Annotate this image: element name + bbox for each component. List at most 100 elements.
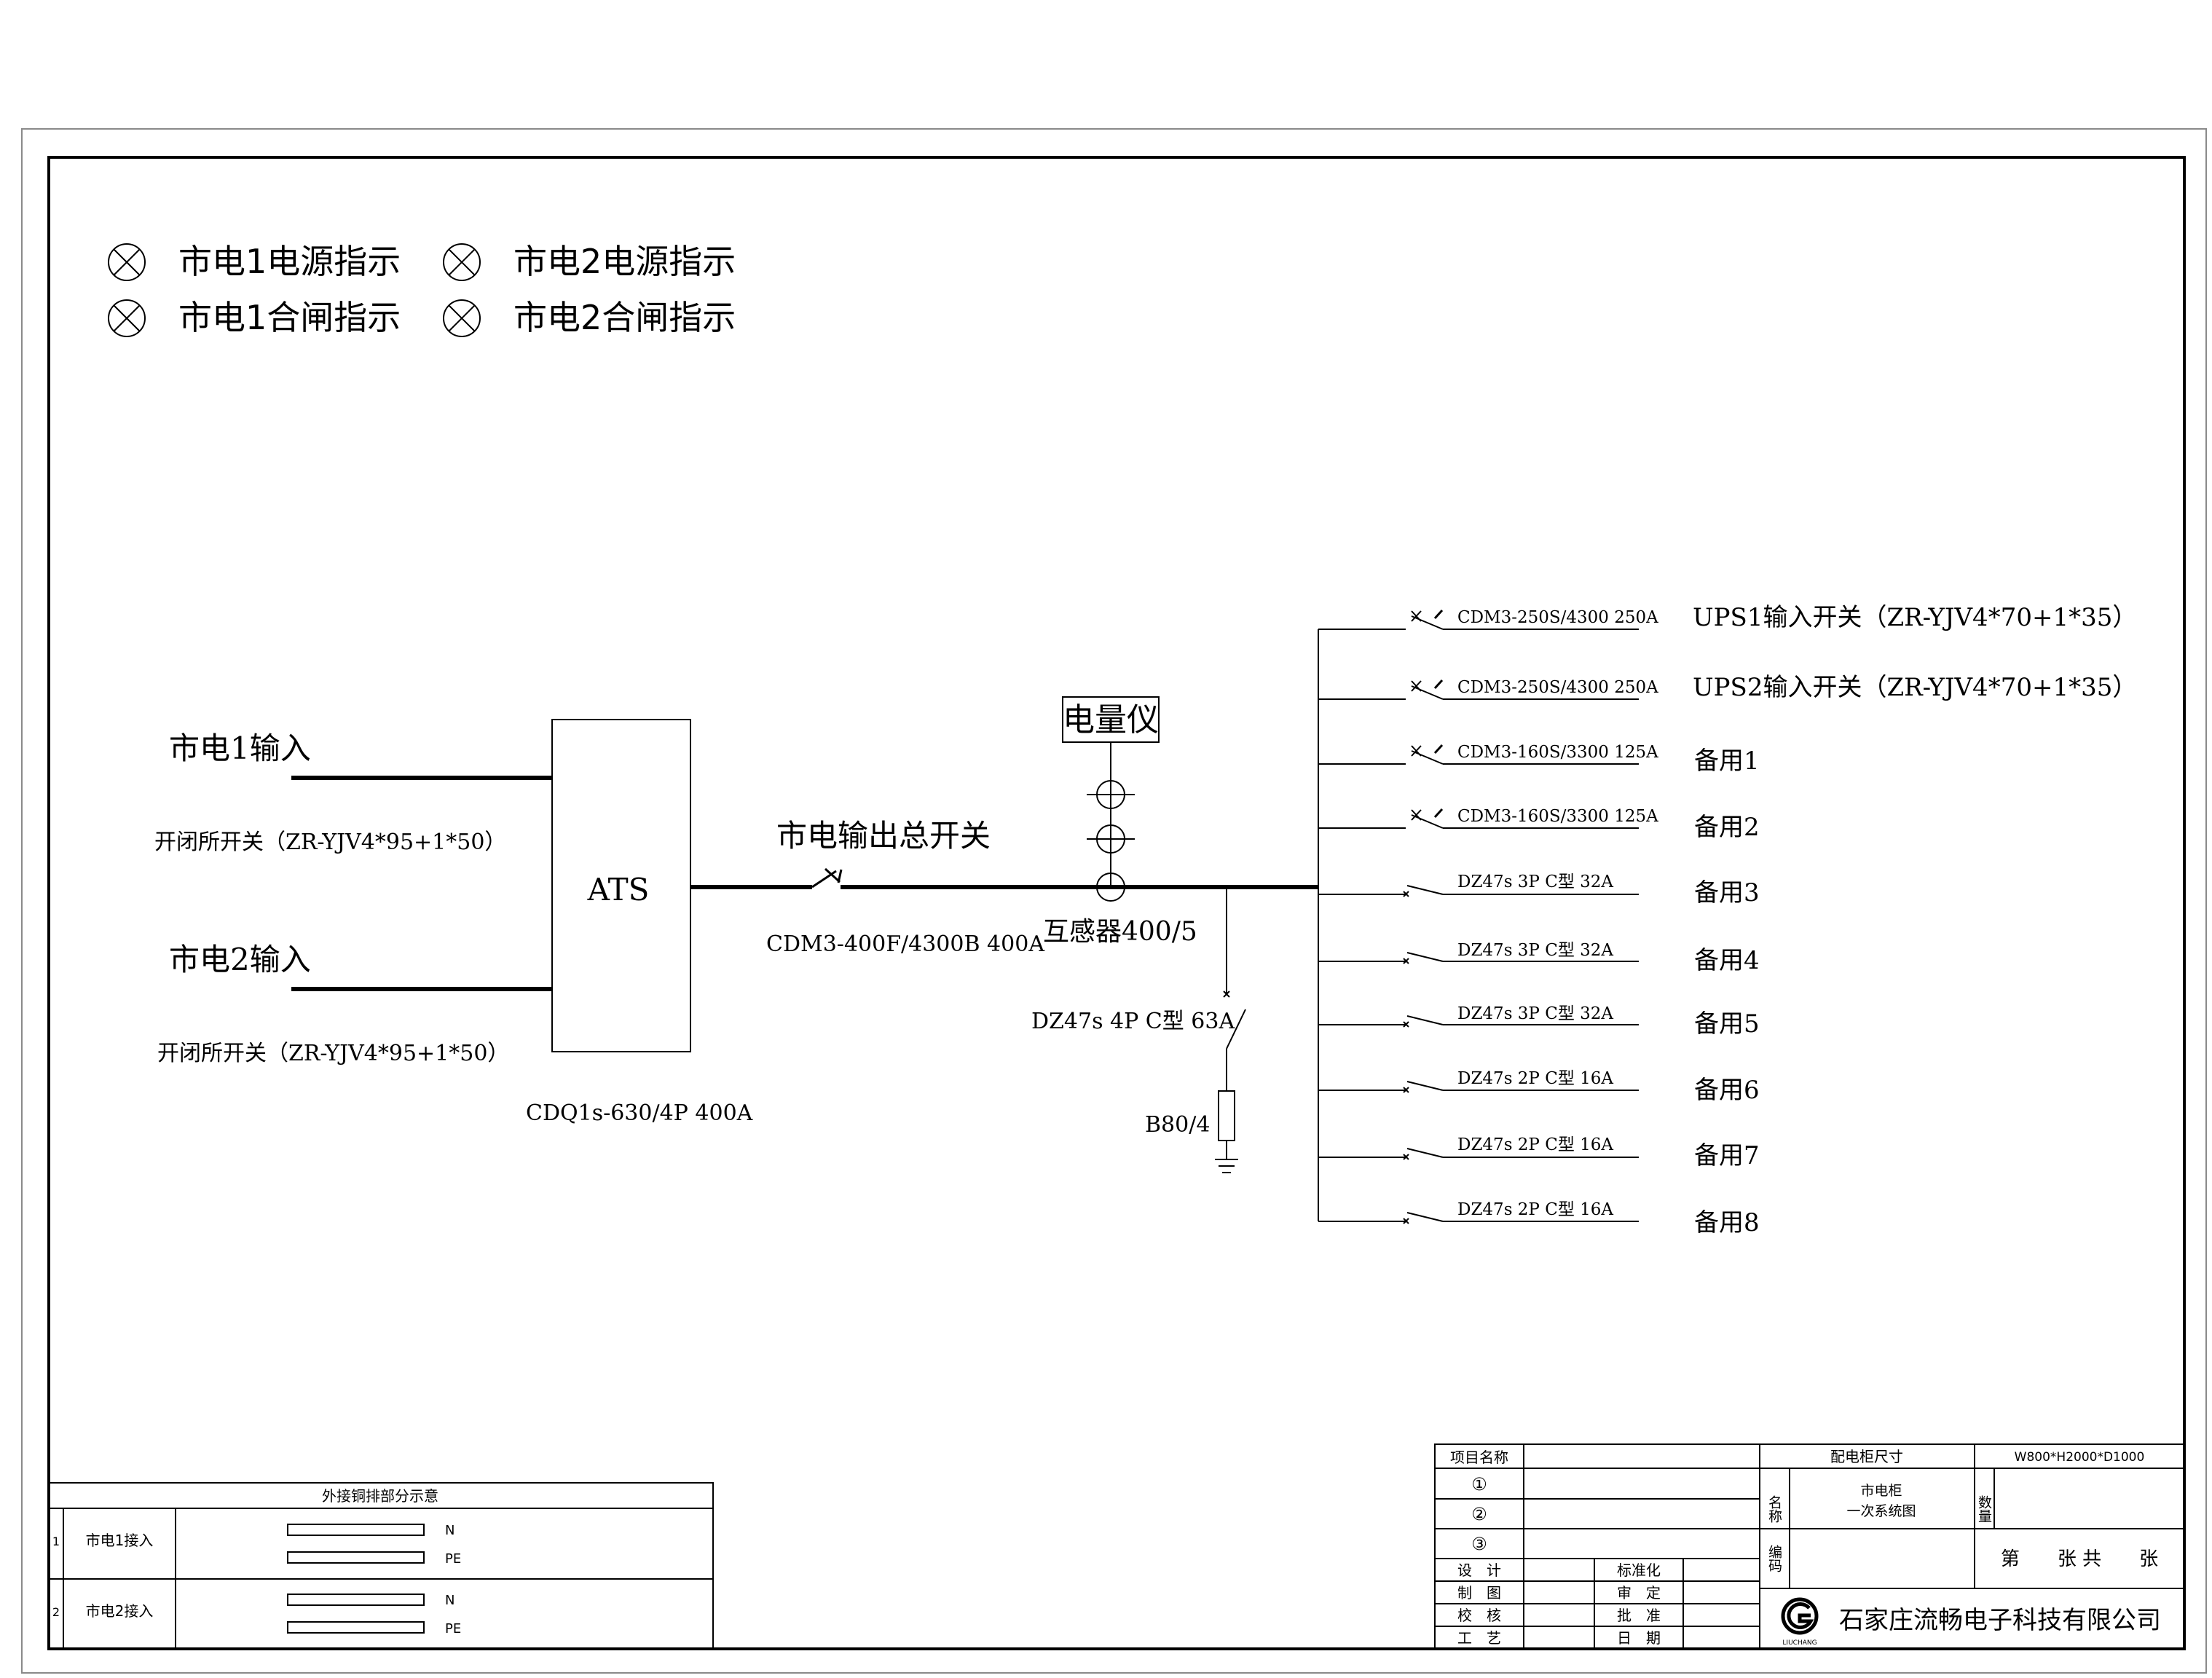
logo-caption: LIUCHANG xyxy=(1782,1639,1817,1647)
branch-label: 备用1 xyxy=(1694,747,1760,776)
branch-label: 备用2 xyxy=(1694,813,1760,842)
code-label: 编码 xyxy=(1766,1545,1782,1572)
input2-cable: 开闭所开关（ZR-YJV4*95+1*50） xyxy=(157,1041,509,1066)
branch-label: 备用5 xyxy=(1694,1009,1760,1039)
name-label: 名称 xyxy=(1766,1495,1782,1523)
cabinet-size-value: W800*H2000*D1000 xyxy=(2015,1450,2145,1465)
branch-circuit-4: CDM3-160S/3300 125A 备用2 xyxy=(1318,807,1760,842)
branch-model: DZ47s 3P C型 32A xyxy=(1457,873,1613,891)
branch-circuit-3: CDM3-160S/3300 125A 备用1 xyxy=(1318,743,1760,776)
branch-label: UPS2输入开关（ZR-YJV4*70+1*35） xyxy=(1693,673,2137,702)
revision-1: ① xyxy=(1471,1474,1487,1494)
branch-model: DZ47s 2P C型 16A xyxy=(1457,1069,1613,1088)
busbar-row-name: 市电1接入 xyxy=(86,1532,154,1549)
current-transformer-icon xyxy=(1087,780,1135,809)
design-label: 设 计 xyxy=(1457,1561,1501,1579)
revision-3: ③ xyxy=(1471,1534,1487,1554)
indicator-lamp-icon xyxy=(443,243,481,281)
main-breaker-icon xyxy=(811,867,843,889)
branch-circuit-1: CDM3-250S/4300 250A UPS1输入开关（ZR-YJV4*70+… xyxy=(1318,603,2137,632)
branch-model: CDM3-250S/4300 250A xyxy=(1457,678,1658,697)
busbar-row-index: 2 xyxy=(52,1605,60,1619)
branch-label: 备用8 xyxy=(1694,1208,1760,1237)
branch-label: 备用7 xyxy=(1694,1141,1760,1170)
revision-2: ② xyxy=(1471,1504,1487,1524)
branch-circuit-7: DZ47s 3P C型 32A 备用5 xyxy=(1318,1004,1760,1039)
branch-circuit-10: DZ47s 2P C型 16A 备用8 xyxy=(1318,1200,1760,1237)
busbar-n-bar xyxy=(287,1524,425,1536)
mccb-icon xyxy=(1411,679,1444,700)
legend: 市电1电源指示 市电2电源指示 市电1合闸指示 市电2合闸指示 xyxy=(108,242,736,337)
branch-circuit-2: CDM3-250S/4300 250A UPS2输入开关（ZR-YJV4*70+… xyxy=(1318,673,2137,702)
branch-model: DZ47s 3P C型 32A xyxy=(1457,1004,1613,1023)
surge-protector-icon xyxy=(1218,1090,1235,1141)
standard-label: 标准化 xyxy=(1617,1561,1661,1579)
main-switch-model: CDM3-400F/4300B 400A xyxy=(766,931,1044,957)
approve-label: 批 准 xyxy=(1617,1607,1661,1624)
busbar-pe-bar xyxy=(287,1621,425,1634)
branch-label: 备用6 xyxy=(1694,1076,1760,1105)
branch-label: UPS1输入开关（ZR-YJV4*70+1*35） xyxy=(1693,603,2137,632)
project-name-label: 项目名称 xyxy=(1450,1449,1508,1466)
spd-breaker-label: DZ47s 4P C型 63A xyxy=(1031,1009,1235,1034)
busbar-n-label: N xyxy=(445,1523,454,1538)
indicator-lamp-icon xyxy=(108,243,146,281)
ats-label: ATS xyxy=(587,872,650,907)
input2-label: 市电2输入 xyxy=(169,942,311,977)
title-block: 项目名称 ① ② ③ 设 计 制 图 校 核 工 艺 标准化 审 定 批 准 日… xyxy=(1434,1443,2185,1650)
busbar-n-label: N xyxy=(445,1593,454,1608)
mcb-icon xyxy=(1403,952,1444,964)
busbar-row-index: 1 xyxy=(52,1535,60,1548)
branch-circuit-6: DZ47s 3P C型 32A 备用4 xyxy=(1318,941,1760,975)
indicator-lamp-icon xyxy=(443,299,481,337)
spd-device-label: B80/4 xyxy=(1145,1112,1210,1138)
mccb-icon xyxy=(1411,744,1444,765)
name-value-2: 一次系统图 xyxy=(1846,1503,1916,1519)
branch-model: DZ47s 2P C型 16A xyxy=(1457,1135,1613,1154)
branch-label: 备用4 xyxy=(1694,946,1760,975)
review-label: 审 定 xyxy=(1617,1584,1661,1602)
check-label: 校 核 xyxy=(1457,1607,1501,1624)
branch-model: CDM3-160S/3300 125A xyxy=(1457,807,1658,826)
input1-cable: 开闭所开关（ZR-YJV4*95+1*50） xyxy=(154,830,506,855)
mcb-icon xyxy=(1403,1081,1444,1093)
busbar-n-bar xyxy=(287,1594,425,1606)
branch-label: 备用3 xyxy=(1694,878,1760,907)
ground-icon xyxy=(1215,1141,1238,1173)
busbar-table-title: 外接铜排部分示意 xyxy=(322,1487,438,1505)
branch-model: CDM3-160S/3300 125A xyxy=(1457,743,1658,762)
branch-circuit-9: DZ47s 2P C型 16A 备用7 xyxy=(1318,1135,1760,1170)
current-transformer-icon xyxy=(1087,824,1135,854)
outer-frame xyxy=(21,128,2207,1674)
mccb-icon xyxy=(1411,808,1444,829)
indicator-lamp-icon xyxy=(108,299,146,337)
sheet-label: 第 张 共 张 xyxy=(2001,1548,2158,1570)
company-logo: LIUCHANG xyxy=(1781,1597,1819,1647)
meter-label: 电量仪 xyxy=(1063,701,1159,738)
ct-label: 互感器400/5 xyxy=(1043,917,1197,947)
branch-circuit-8: DZ47s 2P C型 16A 备用6 xyxy=(1318,1069,1760,1105)
spd-breaker-icon xyxy=(1223,990,1246,1049)
cabinet-size-label: 配电柜尺寸 xyxy=(1830,1448,1903,1465)
busbar-table: 外接铜排部分示意 1 市电1接入 N PE 2 市电2接入 N PE xyxy=(48,1482,714,1650)
current-transformer-icon xyxy=(1096,873,1125,902)
name-value-1: 市电柜 xyxy=(1860,1483,1902,1499)
branch-model: DZ47s 3P C型 32A xyxy=(1457,941,1613,960)
branch-model: CDM3-250S/4300 250A xyxy=(1457,608,1658,627)
inner-frame xyxy=(47,156,2186,1650)
busbar-pe-bar xyxy=(287,1551,425,1564)
legend-label-mains1-power: 市电1电源指示 xyxy=(178,242,401,281)
busbar-pe-label: PE xyxy=(445,1621,461,1636)
mccb-icon xyxy=(1411,609,1444,630)
branch-model: DZ47s 2P C型 16A xyxy=(1457,1200,1613,1219)
busbar-row-name: 市电2接入 xyxy=(86,1602,154,1620)
quantity-label: 数量 xyxy=(1976,1495,1992,1523)
draw-label: 制 图 xyxy=(1457,1584,1501,1602)
busbar-pe-label: PE xyxy=(445,1551,461,1567)
date-label: 日 期 xyxy=(1617,1629,1661,1647)
mcb-icon xyxy=(1403,1015,1444,1028)
branch-circuit-5: DZ47s 3P C型 32A 备用3 xyxy=(1318,873,1760,907)
mcb-icon xyxy=(1403,1148,1444,1160)
mcb-icon xyxy=(1403,1212,1444,1224)
